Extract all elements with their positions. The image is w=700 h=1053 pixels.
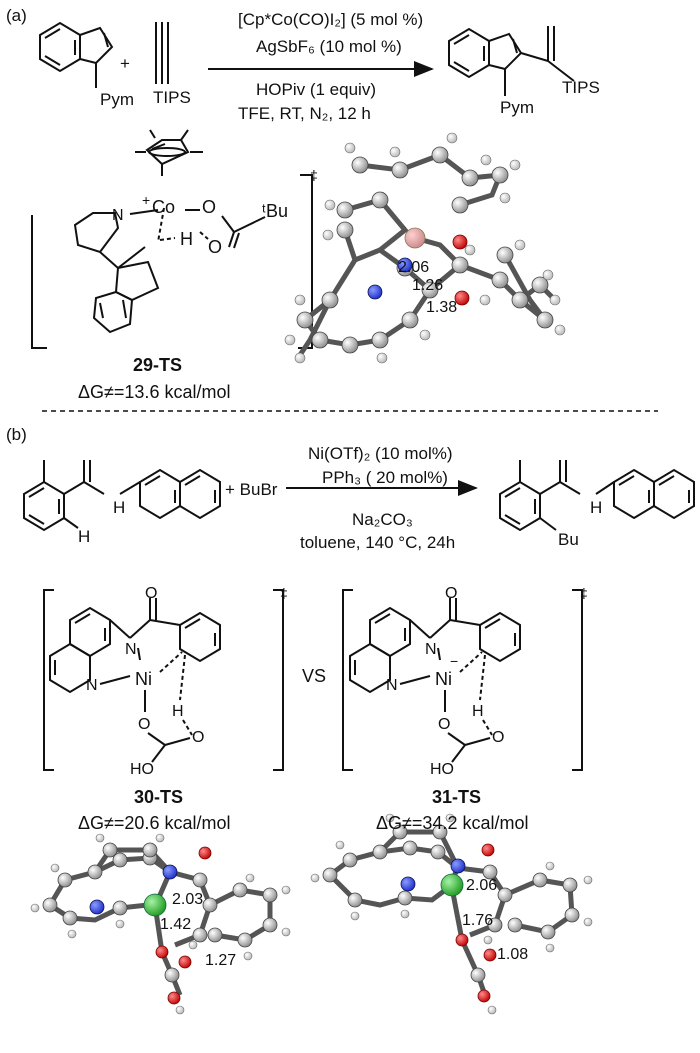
ts30-nickel-atom: Ni: [135, 669, 152, 689]
ts30-ho: HO: [130, 761, 154, 778]
ts31-nickel-atom: Ni: [435, 669, 452, 689]
indole-reactant: [39, 21, 114, 88]
ts31-carbonate-o: O: [492, 729, 505, 746]
ts29-cobalt-atom: Co: [152, 197, 176, 217]
benzamide-product: [499, 460, 695, 532]
ts29-dagger: ‡: [310, 167, 318, 183]
condition-a-4: TFE, RT, N₂, 12 h: [238, 104, 371, 123]
condition-a-1: [Cp*Co(CO)I₂] (5 mol %): [238, 10, 424, 29]
ts31-minus-charge: −: [450, 653, 459, 669]
ts31-hydrogen: H: [472, 703, 484, 720]
ts31-structure: [342, 589, 583, 771]
ts31-distance-2: 1.76: [462, 912, 494, 929]
ts30-n-quinoline: N: [86, 677, 98, 694]
ts29-oxygen-1: O: [202, 197, 217, 217]
ts30-carbonate-o: O: [192, 729, 205, 746]
ts30-dashed-bonds: [159, 651, 193, 736]
ts29-3d-model: [284, 132, 566, 364]
ts30-ni-oxygen: O: [138, 716, 151, 733]
ts31-3d-model: [310, 813, 593, 1015]
condition-b-1: Ni(OTf)₂ (10 mol%): [308, 444, 453, 463]
ts30-n-amide: N: [125, 641, 137, 658]
ts29-plus-charge: +: [142, 192, 151, 208]
vs-label: VS: [302, 666, 327, 686]
ts31-ho: HO: [430, 761, 454, 778]
ts30-structure: [43, 589, 284, 771]
ts29-distance-2: 1.26: [412, 277, 444, 294]
ts30-3d-model: [30, 833, 291, 1015]
benzamide-reactant: [23, 460, 221, 532]
panel-a-label: (a): [6, 6, 27, 25]
tips-alkyne: [155, 22, 169, 84]
condition-a-3: HOPiv (1 equiv): [256, 80, 376, 99]
ts31-carbonyl-o: O: [445, 585, 458, 602]
ts29-oxygen-2: O: [208, 237, 223, 257]
ts31-dagger: ‡: [580, 585, 588, 601]
product-substituent: TIPS: [562, 78, 600, 97]
ts30-distance-1: 2.03: [172, 891, 204, 908]
ts31-distance-3: 1.08: [497, 946, 529, 963]
condition-b-3: Na₂CO₃: [352, 510, 413, 529]
ts29-hydrogen: H: [180, 229, 193, 249]
reactant-n-substituent: Pym: [100, 90, 134, 109]
ts31-energy: ΔG≠=34.2 kcal/mol: [376, 813, 529, 833]
reactant-amide-h: H: [113, 498, 126, 517]
indole-product: [448, 26, 575, 96]
ts29-distance-3: 1.38: [426, 299, 458, 316]
plus-bubr: + BuBr: [225, 480, 278, 499]
condition-b-4: toluene, 140 °C, 24h: [300, 533, 456, 552]
ts31-dashed-bonds: [459, 651, 493, 736]
panel-b-label: (b): [6, 425, 27, 444]
ts29-n-atom: N: [112, 207, 124, 224]
ts30-carbonyl-o: O: [145, 585, 158, 602]
ts29-dashed-bonds: [157, 207, 209, 243]
product-bu: Bu: [558, 530, 579, 549]
alkyne-substituent: TIPS: [153, 88, 191, 107]
condition-b-2: PPh₃ ( 20 mol%): [322, 468, 448, 487]
ts31-n-amide: N: [425, 641, 437, 658]
reactant-ortho-h: H: [78, 527, 91, 546]
ts29-distance-1: 2.06: [398, 259, 430, 276]
ts30-hydrogen: H: [172, 703, 184, 720]
ts31-name: 31-TS: [432, 787, 482, 807]
ts30-dagger: ‡: [280, 585, 288, 601]
condition-a-2: AgSbF₆ (10 mol %): [256, 37, 402, 56]
ts30-distance-3: 1.27: [205, 952, 237, 969]
ts29-energy: ΔG≠=13.6 kcal/mol: [78, 382, 231, 402]
ts31-distance-1: 2.06: [466, 877, 498, 894]
ts30-distance-2: 1.42: [160, 916, 192, 933]
ts29-structure: [31, 129, 313, 349]
ts30-energy: ΔG≠=20.6 kcal/mol: [78, 813, 231, 833]
ts29-tbu: ᵗBu: [262, 201, 288, 221]
ts31-ni-oxygen: O: [438, 716, 451, 733]
product-amide-h: H: [590, 498, 603, 517]
ts31-n-quinoline: N: [386, 677, 398, 694]
product-n-substituent: Pym: [500, 98, 534, 117]
plus-sign-a: +: [120, 54, 130, 73]
ts29-name: 29-TS: [133, 355, 183, 375]
ts30-name: 30-TS: [134, 787, 184, 807]
